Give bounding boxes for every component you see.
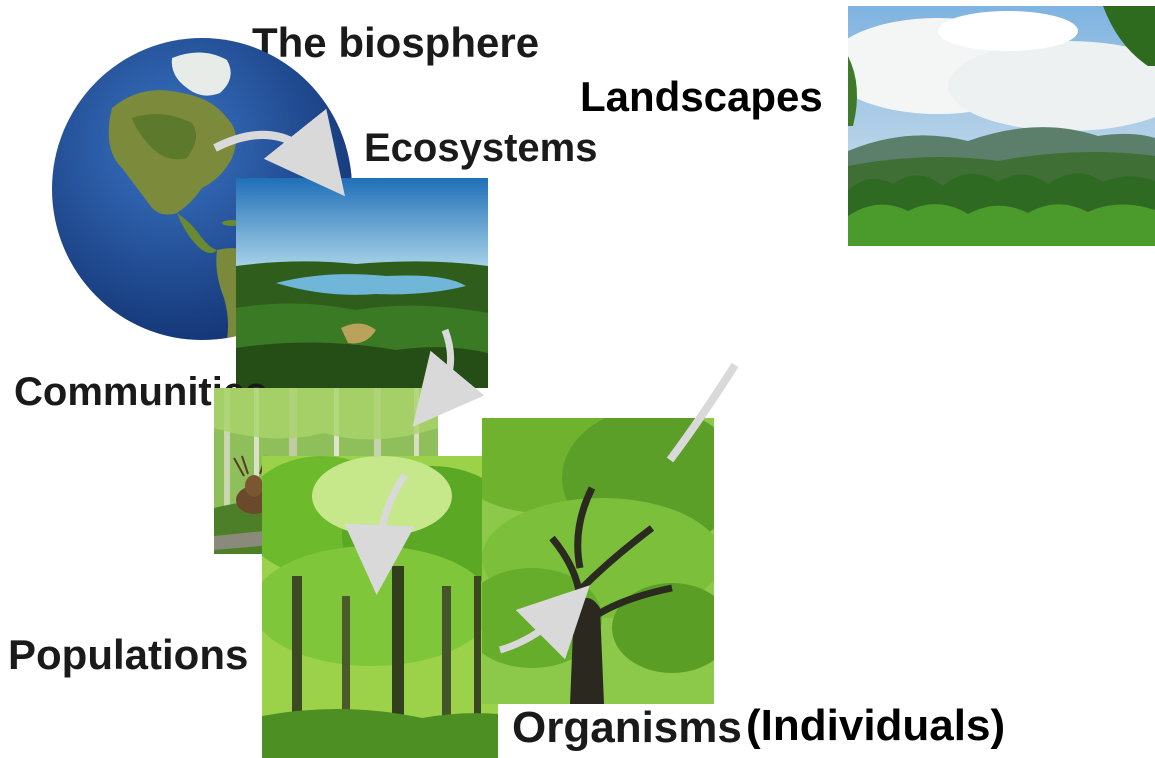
biosphere-label: The biosphere — [252, 19, 540, 66]
organism-image — [482, 418, 714, 704]
landscape-image — [848, 6, 1155, 246]
organisms-label: Organisms — [512, 703, 742, 752]
landscapes-label: Landscapes — [580, 73, 823, 120]
populations-label: Populations — [8, 631, 249, 678]
ecosystem-image — [236, 178, 488, 388]
population-image — [262, 456, 498, 758]
individuals-label: (Individuals) — [746, 701, 1006, 750]
ecosystems-label: Ecosystems — [364, 126, 598, 170]
